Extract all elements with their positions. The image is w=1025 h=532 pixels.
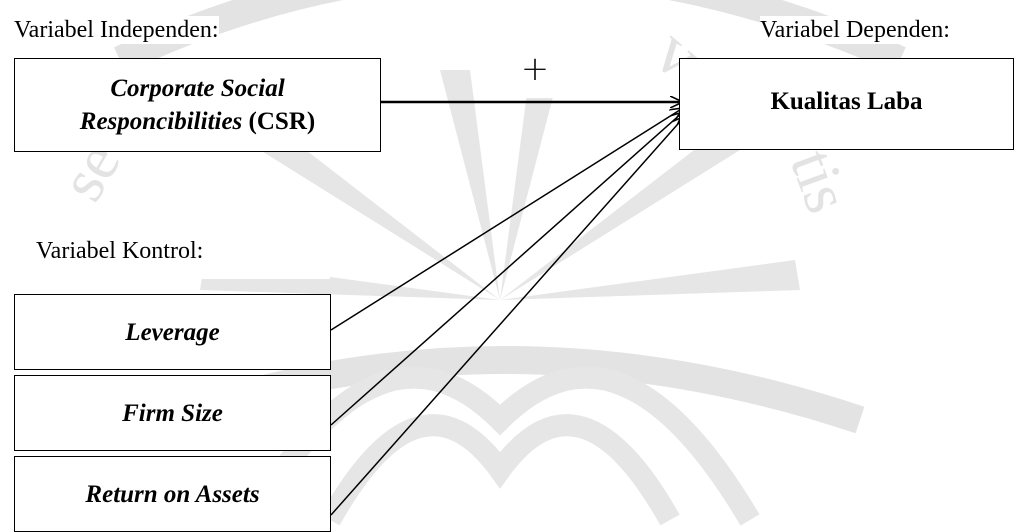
dependent-variable-label: Variabel Dependen: xyxy=(760,16,950,44)
leverage-box: Leverage xyxy=(14,294,331,370)
csr-box-line1: Corporate Social xyxy=(110,75,285,102)
csr-box-line2: Responcibilities (CSR) xyxy=(79,108,316,135)
svg-text:tis: tis xyxy=(777,141,864,222)
control-variable-label: Variabel Kontrol: xyxy=(14,224,330,279)
independent-variable-label: Variabel Independen: xyxy=(14,16,219,44)
roa-box: Return on Assets xyxy=(14,456,331,532)
kualitas-laba-box: Kualitas Laba xyxy=(679,58,1014,150)
positive-relation-sign: + xyxy=(505,40,565,98)
firm-size-box: Firm Size xyxy=(14,375,331,451)
csr-box: Corporate Social Responcibilities (CSR) xyxy=(14,58,381,152)
